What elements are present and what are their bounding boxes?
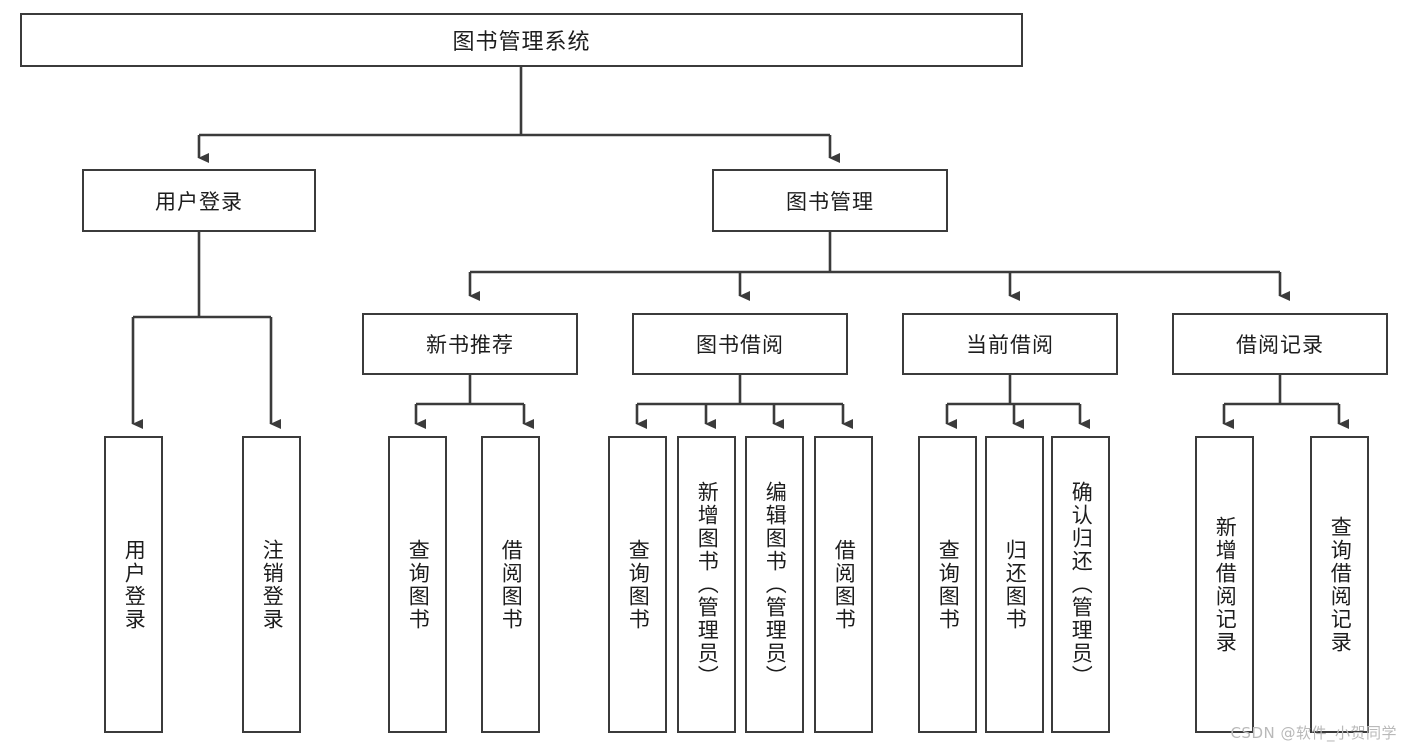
leaf-borrow-edit-book-admin[interactable]: 编辑图书（管理员） bbox=[745, 436, 804, 733]
leaf-borrow-borrow-book-label: 借阅图书 bbox=[832, 538, 857, 631]
leaf-current-confirm-return-admin[interactable]: 确认归还（管理员） bbox=[1051, 436, 1110, 733]
node-root[interactable]: 图书管理系统 bbox=[20, 13, 1023, 67]
leaf-logout[interactable]: 注销登录 bbox=[242, 436, 301, 733]
leaf-user-login-label: 用户登录 bbox=[122, 538, 147, 631]
leaf-current-return-book-label: 归还图书 bbox=[1003, 538, 1028, 631]
leaf-user-login[interactable]: 用户登录 bbox=[104, 436, 163, 733]
node-book-management-label: 图书管理 bbox=[786, 189, 874, 214]
node-book-borrow[interactable]: 图书借阅 bbox=[632, 313, 848, 375]
leaf-borrow-query-book[interactable]: 查询图书 bbox=[608, 436, 667, 733]
leaf-current-query-book-label: 查询图书 bbox=[936, 538, 961, 631]
leaf-records-query-record-label: 查询借阅记录 bbox=[1328, 515, 1353, 654]
leaf-current-query-book[interactable]: 查询图书 bbox=[918, 436, 977, 733]
leaf-records-add-record[interactable]: 新增借阅记录 bbox=[1195, 436, 1254, 733]
watermark: CSDN @软件_小贺同学 bbox=[1230, 724, 1397, 742]
node-current-borrow-label: 当前借阅 bbox=[966, 333, 1054, 357]
leaf-current-return-book[interactable]: 归还图书 bbox=[985, 436, 1044, 733]
leaf-current-confirm-return-admin-label: 确认归还（管理员） bbox=[1069, 481, 1094, 688]
node-book-management[interactable]: 图书管理 bbox=[712, 169, 948, 232]
node-borrow-records[interactable]: 借阅记录 bbox=[1172, 313, 1388, 375]
leaf-newbook-query-book[interactable]: 查询图书 bbox=[388, 436, 447, 733]
leaf-logout-label: 注销登录 bbox=[260, 538, 285, 631]
node-user-login-label: 用户登录 bbox=[155, 189, 243, 214]
node-new-book-recommend[interactable]: 新书推荐 bbox=[362, 313, 578, 375]
leaf-newbook-query-book-label: 查询图书 bbox=[406, 538, 431, 631]
node-user-login[interactable]: 用户登录 bbox=[82, 169, 316, 232]
leaf-borrow-add-book-admin-label: 新增图书（管理员） bbox=[695, 481, 720, 688]
leaf-newbook-borrow-book-label: 借阅图书 bbox=[499, 538, 524, 631]
leaf-records-add-record-label: 新增借阅记录 bbox=[1213, 515, 1238, 654]
leaf-borrow-edit-book-admin-label: 编辑图书（管理员） bbox=[763, 481, 788, 688]
node-current-borrow[interactable]: 当前借阅 bbox=[902, 313, 1118, 375]
node-borrow-records-label: 借阅记录 bbox=[1236, 333, 1324, 357]
leaf-records-query-record[interactable]: 查询借阅记录 bbox=[1310, 436, 1369, 733]
leaf-borrow-query-book-label: 查询图书 bbox=[626, 538, 651, 631]
leaf-borrow-add-book-admin[interactable]: 新增图书（管理员） bbox=[677, 436, 736, 733]
leaf-borrow-borrow-book[interactable]: 借阅图书 bbox=[814, 436, 873, 733]
node-book-borrow-label: 图书借阅 bbox=[696, 333, 784, 357]
node-new-book-recommend-label: 新书推荐 bbox=[426, 333, 514, 357]
leaf-newbook-borrow-book[interactable]: 借阅图书 bbox=[481, 436, 540, 733]
node-root-label: 图书管理系统 bbox=[452, 30, 591, 55]
